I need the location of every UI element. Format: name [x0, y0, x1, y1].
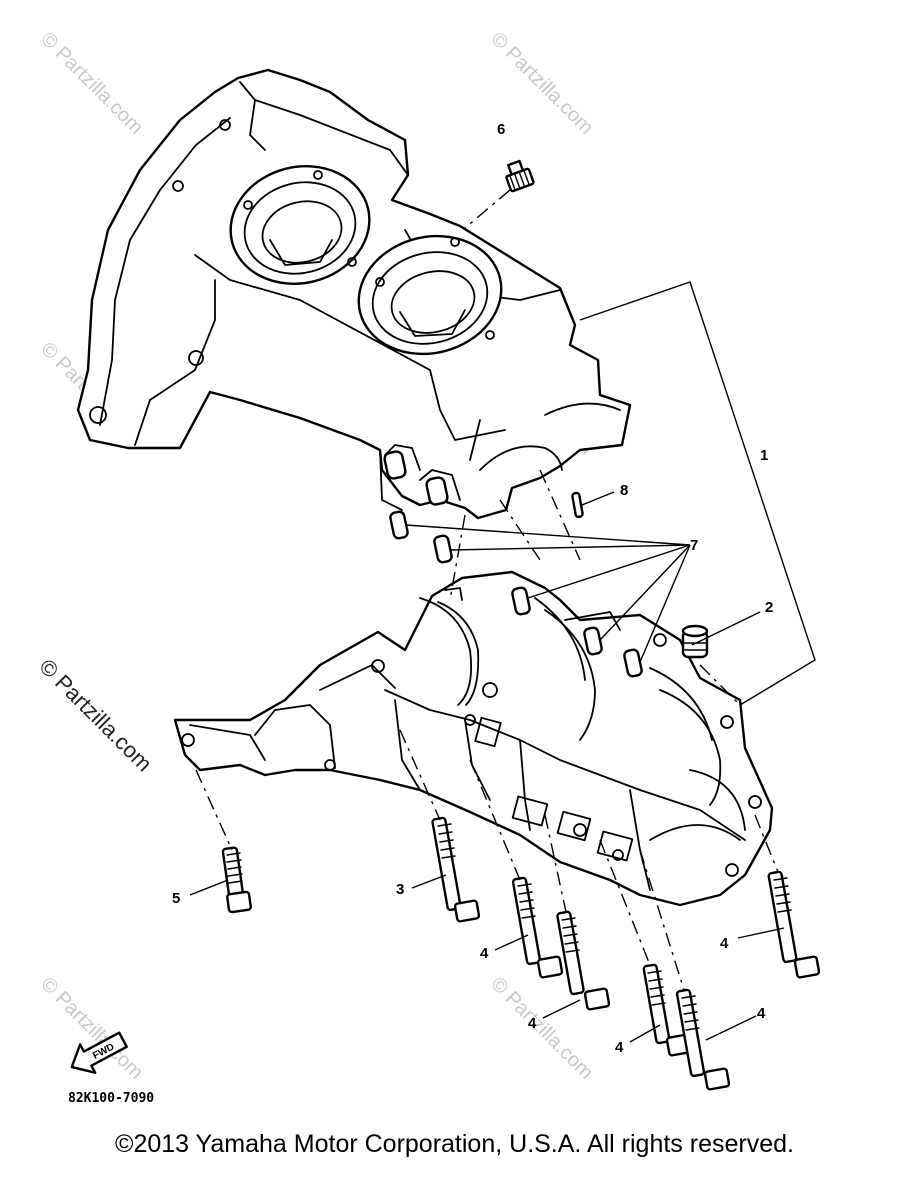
copyright-notice: ©2013 Yamaha Motor Corporation, U.S.A. A… — [115, 1130, 794, 1158]
callout-4: 4 — [720, 935, 729, 952]
part-6-plug — [505, 159, 535, 193]
callout-7: 7 — [690, 537, 698, 554]
bolt-4a — [511, 876, 564, 979]
cylinder-bore-front — [229, 165, 371, 285]
callout-4: 4 — [480, 945, 489, 962]
lower-crankcase — [173, 570, 774, 907]
callout-4: 4 — [757, 1005, 766, 1022]
part-8-pin — [571, 491, 584, 519]
callout-2: 2 — [765, 599, 773, 616]
callout-3: 3 — [396, 881, 404, 898]
watermark-faint: © Partzilla.com — [36, 28, 147, 139]
callout-8: 8 — [620, 482, 628, 499]
watermark-primary: © Partzilla.com — [34, 654, 157, 777]
leader-lines — [189, 281, 816, 1043]
callouts: 1 2 3 4 4 4 4 4 5 6 7 8 — [172, 121, 773, 1056]
bolt-4e — [767, 870, 821, 979]
cylinder-bore-rear — [357, 234, 503, 356]
upper-crankcase — [76, 68, 632, 520]
bolt-5 — [221, 846, 252, 914]
callout-1: 1 — [760, 447, 768, 464]
bolt-4d — [675, 988, 731, 1091]
callout-4: 4 — [615, 1039, 624, 1056]
part-2-plug — [681, 624, 709, 659]
bolt-3 — [431, 816, 481, 923]
callout-5: 5 — [172, 890, 180, 907]
diagram-code: 82K100-7090 — [68, 1091, 154, 1106]
fwd-arrow: FWD — [70, 1031, 128, 1074]
part-7-dowels — [383, 450, 643, 678]
callout-4: 4 — [528, 1015, 537, 1032]
assembly-lines — [195, 189, 779, 991]
bolt-4b — [556, 910, 611, 1011]
callout-6: 6 — [497, 121, 505, 138]
